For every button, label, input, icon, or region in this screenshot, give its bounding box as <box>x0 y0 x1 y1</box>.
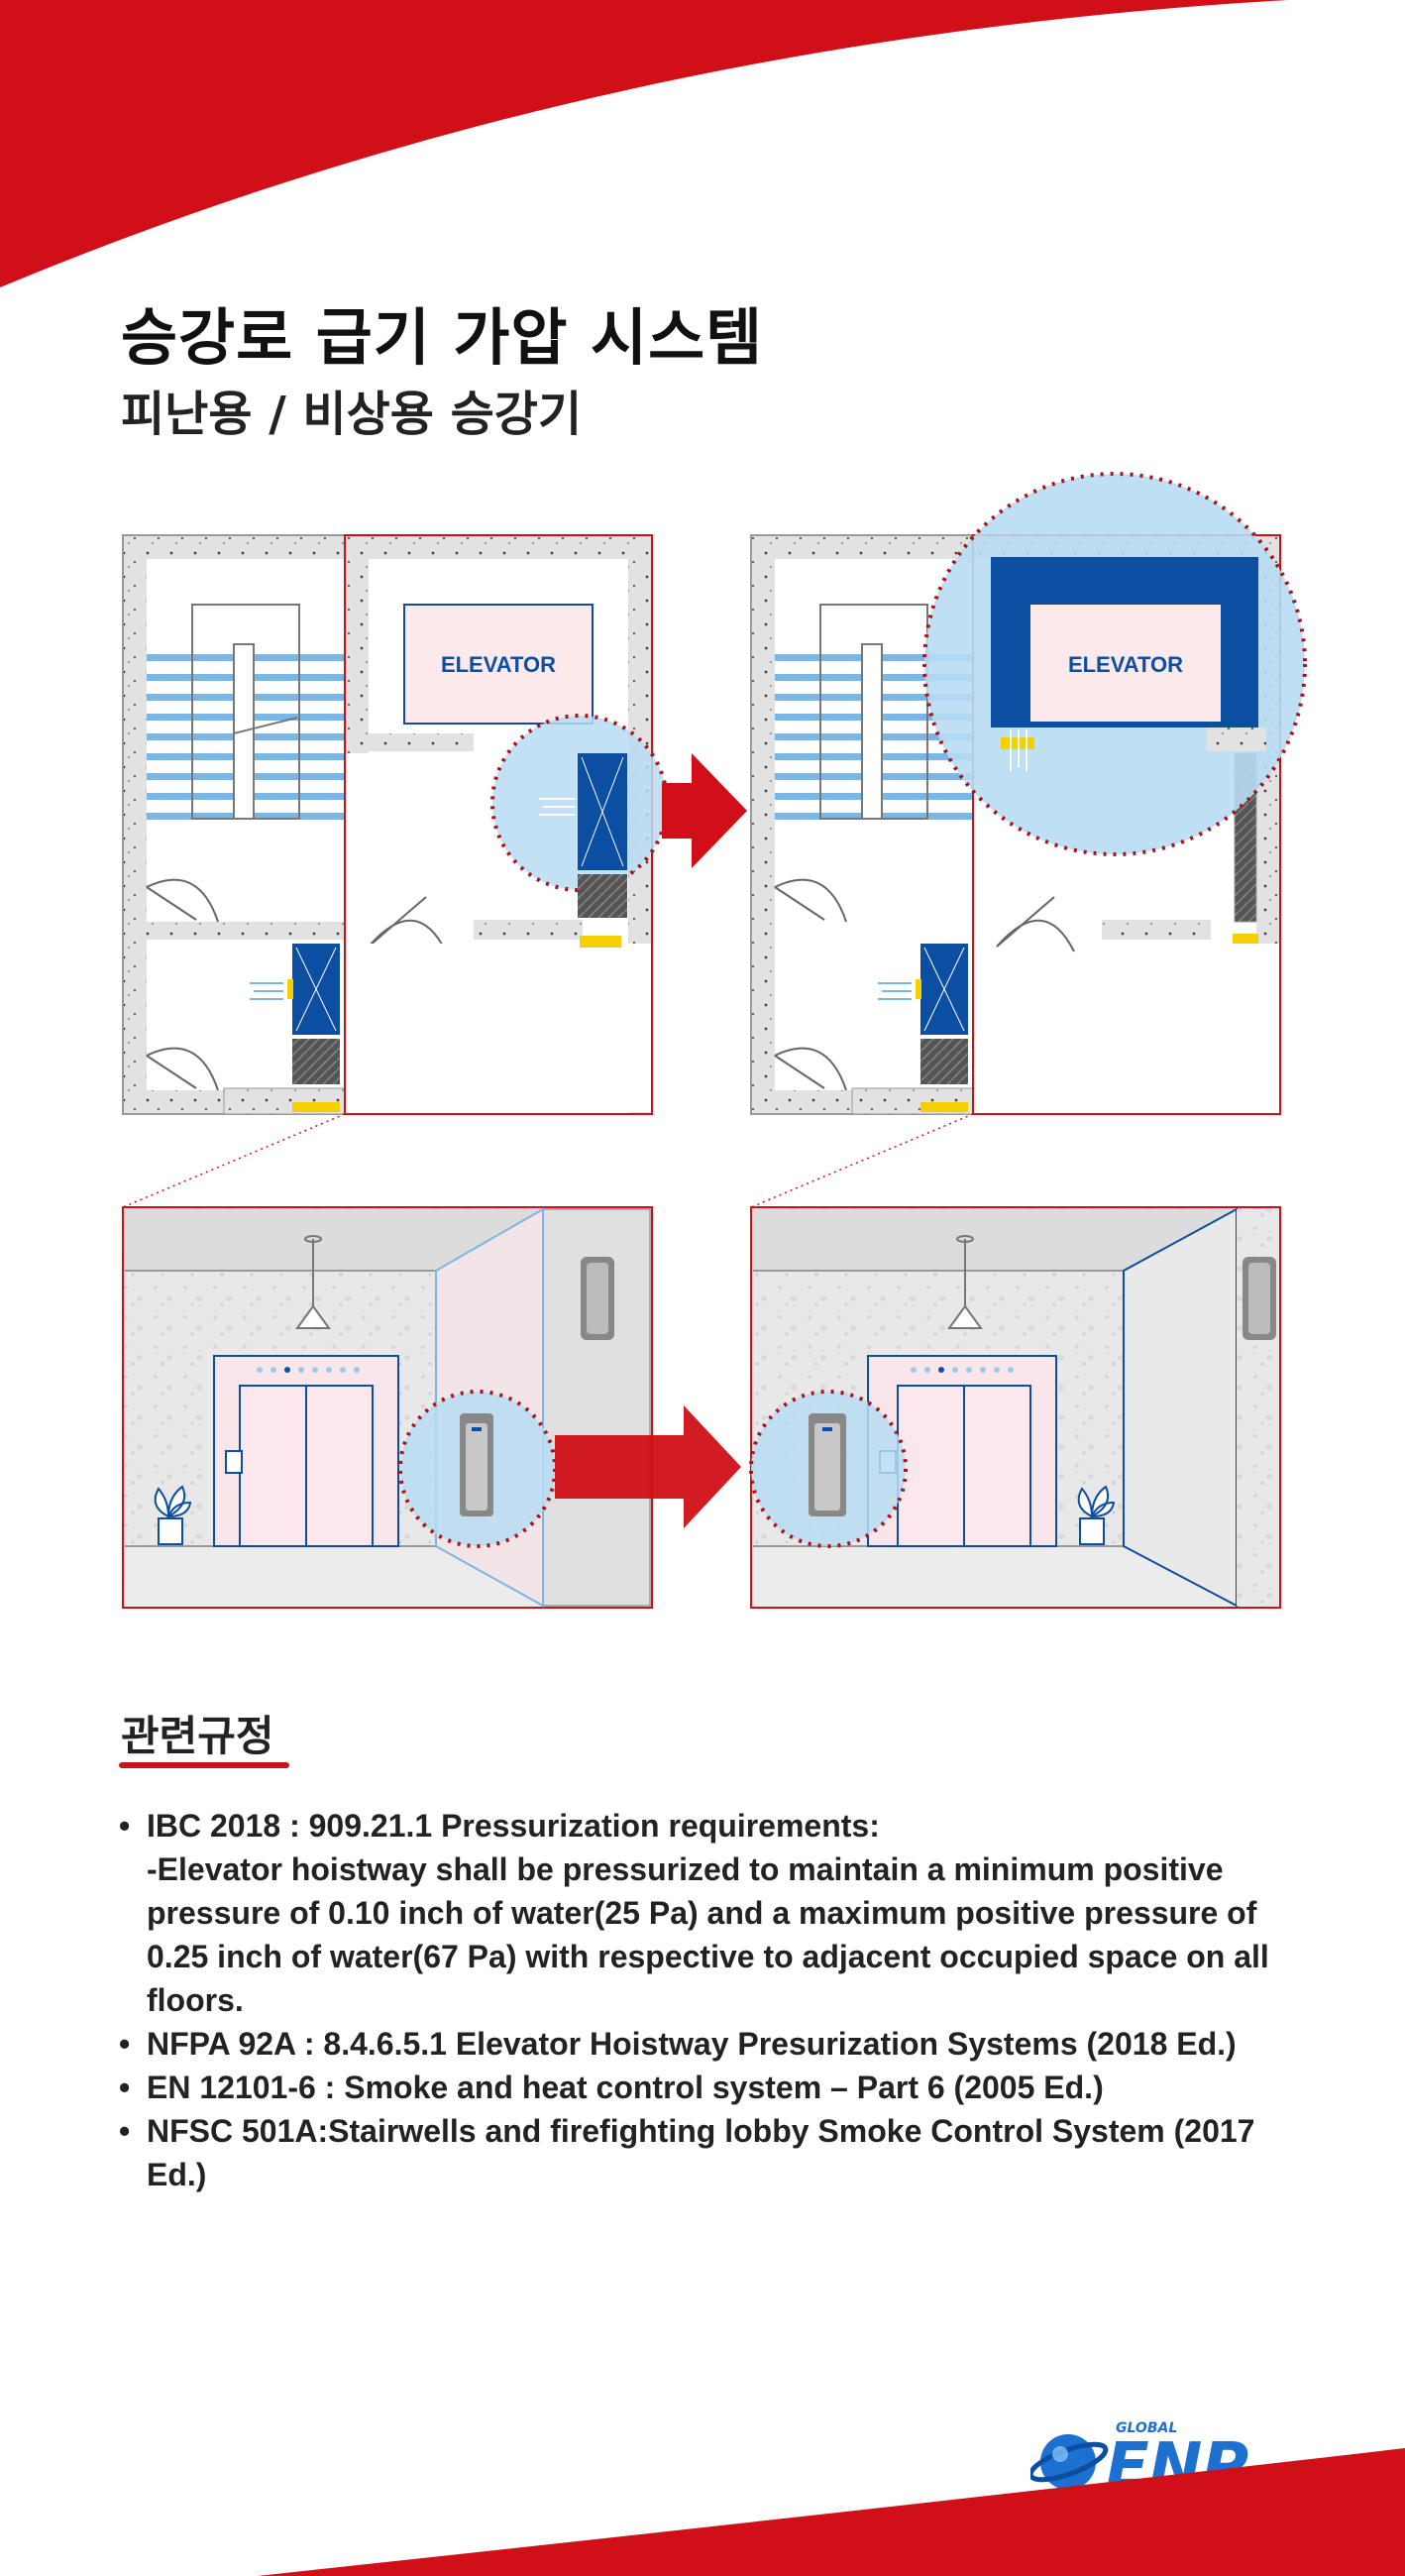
regulation-title: NFPA 92A : 8.4.6.5.1 Elevator Hoistway P… <box>147 2026 1237 2062</box>
plant-icon <box>1077 1485 1116 1545</box>
regulations-heading: 관련규정 <box>121 1712 274 1760</box>
air-flow-icon <box>250 982 283 1000</box>
floor-plan-after: ELEVATOR <box>750 472 1307 1115</box>
plant-icon <box>154 1485 192 1545</box>
bottom-red-swoosh <box>258 2448 1405 2576</box>
page-title: 승강로 급기 가압 시스템 <box>121 301 764 374</box>
logo-small-text: GLOBAL <box>1116 2420 1177 2436</box>
heading-underline <box>119 1762 289 1768</box>
elevator-label: ELEVATOR <box>441 652 556 677</box>
list-item: IBC 2018 : 909.21.1 Pressurization requi… <box>117 1804 1286 2022</box>
list-item: NFPA 92A : 8.4.6.5.1 Elevator Hoistway P… <box>117 2022 1286 2066</box>
arrow-right-icon <box>555 1405 741 1528</box>
elevator-label: ELEVATOR <box>1068 652 1183 677</box>
regulation-title: IBC 2018 : 909.21.1 Pressurization requi… <box>147 1808 880 1844</box>
lobby-view-after <box>749 1206 1281 1609</box>
pressurization-diagram: ELEVATOR <box>122 472 1307 1609</box>
lobby-view-before <box>122 1206 653 1609</box>
list-item: EN 12101-6 : Smoke and heat control syst… <box>117 2066 1286 2109</box>
regulations-list: IBC 2018 : 909.21.1 Pressurization requi… <box>117 1804 1286 2196</box>
globe-icon <box>1027 2434 1109 2490</box>
arrow-right-icon <box>662 753 747 868</box>
regulation-title: NFSC 501A:Stairwells and firefighting lo… <box>147 2113 1255 2192</box>
regulation-title: EN 12101-6 : Smoke and heat control syst… <box>147 2070 1104 2105</box>
regulation-detail: -Elevator hoistway shall be pressurized … <box>147 1851 1269 2018</box>
list-item: NFSC 501A:Stairwells and firefighting lo… <box>117 2109 1286 2196</box>
floor-plan-before: ELEVATOR <box>122 534 669 1115</box>
page-subtitle: 피난용 / 비상용 승강기 <box>121 387 583 442</box>
top-red-swoosh <box>0 0 1288 287</box>
